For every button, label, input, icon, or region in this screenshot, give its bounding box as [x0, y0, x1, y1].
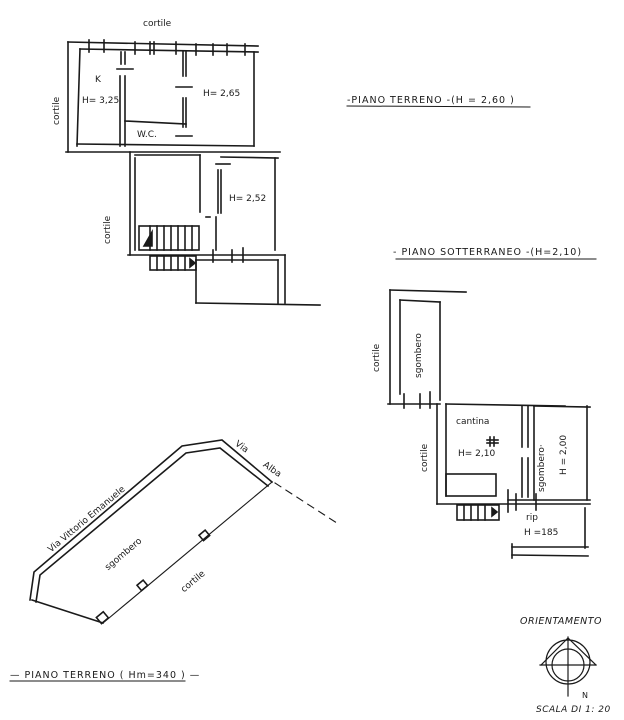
ground-floor-plan — [65, 39, 321, 306]
label-wc: W.C. — [137, 130, 157, 140]
label-cortile-left: cortile — [52, 96, 62, 125]
label-cortile-basement-upper: cortile — [372, 343, 382, 372]
label-cantina-height: H= 2,10 — [458, 449, 496, 459]
label-kitchen-height: H= 3,25 — [82, 96, 120, 106]
label-cortile-basement-lower: cortile — [420, 443, 430, 472]
title-piano-terreno: -PIANO TERRENO -(H = 2,60 ) — [347, 95, 515, 106]
label-lower-room-height: H= 2,52 — [229, 194, 267, 204]
label-sgombero-upper: sgombero — [414, 333, 424, 378]
label-scale: SCALA DI 1: 20 — [536, 705, 611, 715]
label-room-height: H= 2,65 — [203, 89, 241, 99]
title-piano-sotterraneo: - PIANO SOTTERRANEO -(H=2,10) — [393, 247, 583, 258]
label-orientamento: ORIENTAMENTO — [520, 616, 603, 627]
label-kitchen: K — [95, 75, 101, 85]
label-rip-height: H =185 — [524, 528, 559, 538]
title-piano-terreno-site: — PIANO TERRENO ( Hm=340 ) — — [10, 670, 201, 681]
label-north: N — [582, 691, 588, 700]
label-rip: rip — [526, 513, 538, 523]
label-cantina: cantina — [456, 417, 490, 427]
site-plan — [29, 439, 341, 625]
label-cortile-left-lower: cortile — [103, 215, 113, 244]
label-cortile-top: cortile — [143, 19, 172, 29]
label-sgombero-right-height: H = 2,00 — [559, 434, 569, 475]
label-sgombero-right: sgombero· — [537, 444, 547, 492]
basement-plan — [387, 289, 591, 559]
compass-icon — [539, 636, 597, 697]
